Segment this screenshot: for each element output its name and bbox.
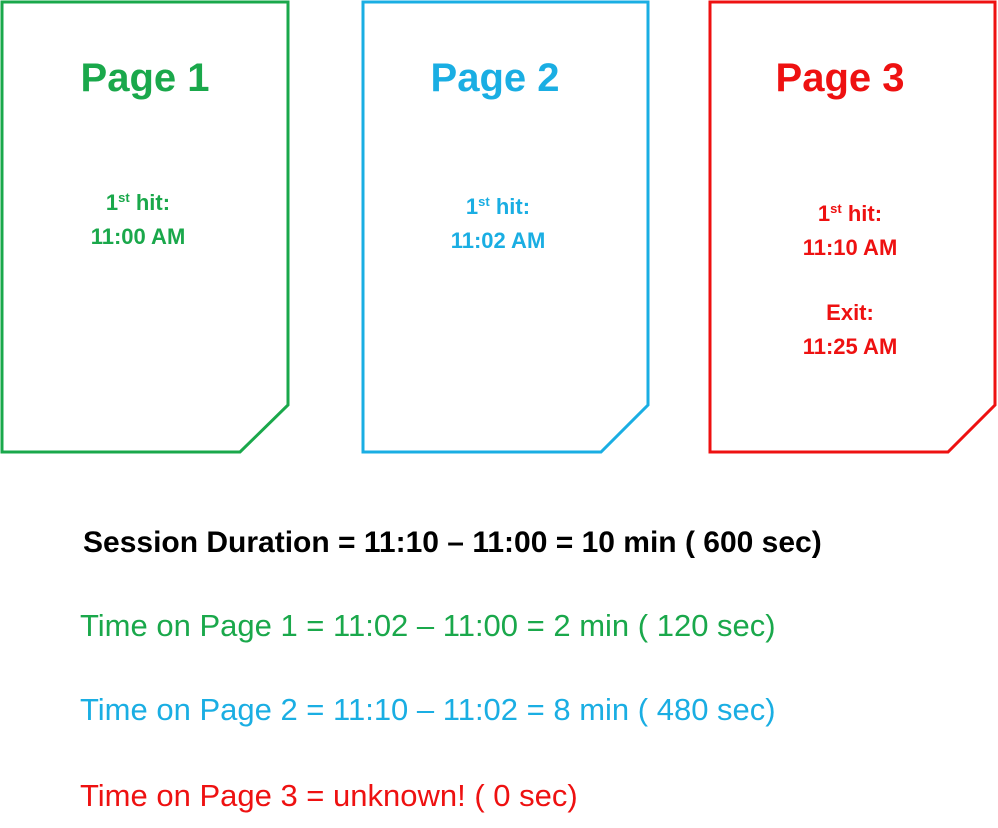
time-on-page-2-equation: Time on Page 2 = 11:10 – 11:02 = 8 min (…	[80, 692, 776, 727]
page-3-document-shape	[708, 0, 997, 454]
first-hit-suffix: hit:	[841, 201, 883, 226]
page-1-title: Page 1	[80, 56, 210, 100]
page-1-first-hit: 1st hit: 11:00 AM	[38, 186, 238, 254]
first-hit-prefix: 1	[465, 194, 479, 219]
time-on-page-1-equation: Time on Page 1 = 11:02 – 11:00 = 2 min (…	[80, 608, 776, 643]
first-hit-sup: st	[830, 201, 842, 216]
page-3-title: Page 3	[775, 56, 905, 100]
first-hit-suffix: hit:	[489, 194, 531, 219]
first-hit-time: 11:00 AM	[90, 224, 186, 249]
page-2-document-shape	[361, 0, 650, 454]
first-hit-prefix: 1	[817, 201, 831, 226]
page-2-title: Page 2	[430, 56, 560, 100]
exit-time: 11:25 AM	[802, 334, 898, 359]
first-hit-time: 11:10 AM	[802, 235, 898, 260]
first-hit-prefix: 1	[105, 190, 119, 215]
page-3-first-hit: 1st hit: 11:10 AM	[750, 197, 950, 265]
first-hit-sup: st	[118, 190, 130, 205]
time-on-page-3-equation: Time on Page 3 = unknown! ( 0 sec)	[80, 778, 578, 813]
exit-label: Exit:	[826, 300, 874, 325]
session-duration-equation: Session Duration = 11:10 – 11:00 = 10 mi…	[83, 526, 822, 559]
first-hit-suffix: hit:	[129, 190, 171, 215]
page-1-document-shape	[0, 0, 290, 454]
page-3-exit: Exit: 11:25 AM	[750, 296, 950, 364]
page-2-first-hit: 1st hit: 11:02 AM	[398, 190, 598, 258]
first-hit-sup: st	[478, 194, 490, 209]
first-hit-time: 11:02 AM	[450, 228, 546, 253]
